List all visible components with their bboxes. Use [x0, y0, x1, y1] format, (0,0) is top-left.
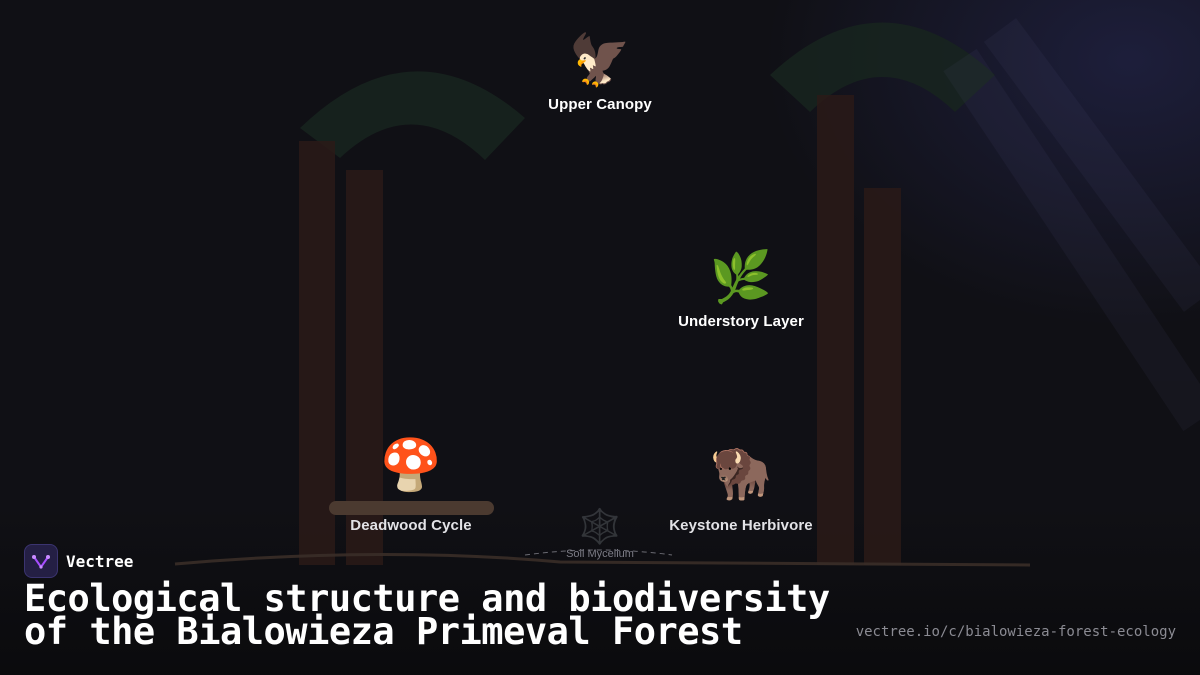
ground-line [174, 552, 1031, 567]
node-mycelium[interactable]: 🕸️ Soil Mycelium [566, 508, 634, 560]
node-label: Keystone Herbivore [669, 517, 813, 534]
brand-name: Vectree [66, 551, 134, 571]
brand[interactable]: Vectree [24, 544, 133, 578]
right-tree-trunk [817, 95, 854, 565]
page-title: Ecological structure and biodiversity of… [24, 580, 854, 650]
spider-web-icon: 🕸️ [578, 507, 622, 547]
left-tree-trunk-2 [346, 170, 383, 565]
node-upper-canopy[interactable]: 🦅 Upper Canopy [548, 30, 652, 113]
source-url[interactable]: vectree.io/c/bialowieza-forest-ecology [855, 624, 1176, 640]
light-beams [943, 18, 1200, 432]
left-tree-canopy [300, 71, 525, 160]
mycelium-line [524, 549, 673, 556]
node-label: Understory Layer [678, 313, 804, 330]
node-label: Soil Mycelium [566, 548, 634, 560]
left-tree-trunk [299, 141, 335, 565]
eagle-icon: 🦅 [568, 31, 632, 89]
node-label: Deadwood Cycle [350, 517, 472, 534]
node-herbivore[interactable]: 🦬 Keystone Herbivore [669, 443, 813, 534]
right-tree-canopy [770, 22, 995, 112]
node-deadwood[interactable]: 🍄 Deadwood Cycle [350, 435, 471, 534]
node-label: Upper Canopy [548, 96, 652, 113]
vectree-logo-icon [24, 544, 58, 578]
title-line-1: Ecological structure and biodiversity [24, 577, 830, 620]
deadwood-log [329, 501, 494, 515]
title-line-2: of the Bialowieza Primeval Forest [24, 610, 743, 653]
bison-icon: 🦬 [709, 444, 773, 502]
node-understory[interactable]: 🌿 Understory Layer [678, 247, 804, 330]
right-tree-trunk-2 [864, 188, 901, 565]
herb-icon: 🌿 [709, 248, 773, 306]
mushroom-icon: 🍄 [379, 436, 443, 494]
